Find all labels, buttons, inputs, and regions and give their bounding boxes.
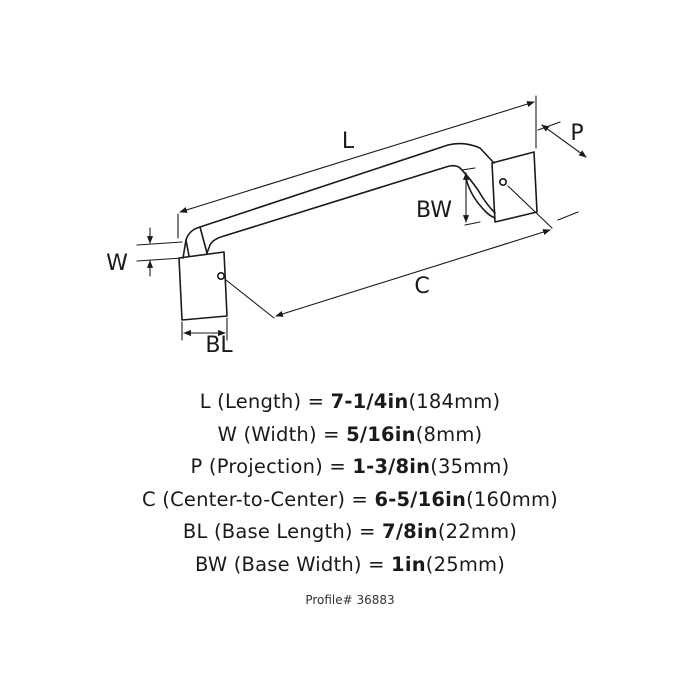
spec-key: W bbox=[217, 422, 238, 446]
label-C: C bbox=[414, 274, 429, 299]
spec-value: 1in bbox=[391, 552, 426, 576]
right-base-plate bbox=[491, 151, 538, 223]
spec-metric: (35mm) bbox=[430, 455, 510, 478]
spec-value: 1-3/8in bbox=[352, 455, 431, 478]
spec-key: C bbox=[142, 487, 156, 511]
spec-key: L bbox=[199, 390, 211, 413]
label-L: L bbox=[342, 129, 355, 154]
left-screw-hole bbox=[217, 271, 226, 280]
spec-metric: (160mm) bbox=[466, 487, 558, 511]
label-P: P bbox=[570, 121, 583, 146]
spec-length: L (Length) = 7-1/4in(184mm) bbox=[0, 386, 700, 419]
specifications-list: L (Length) = 7-1/4in(184mm) W (Width) = … bbox=[0, 386, 700, 581]
spec-value: 5/16in bbox=[346, 422, 416, 446]
length-dimension bbox=[177, 95, 537, 239]
spec-value: 7-1/4in bbox=[330, 390, 409, 413]
spec-metric: (22mm) bbox=[437, 520, 518, 543]
spec-projection: P (Projection) = 1-3/8in(35mm) bbox=[0, 451, 700, 484]
base-length-dimension bbox=[181, 317, 228, 341]
label-W: W bbox=[106, 251, 128, 276]
base-width-dimension bbox=[461, 167, 481, 226]
spec-base-length: BL (Base Length) = 7/8in(22mm) bbox=[0, 516, 700, 549]
spec-name: (Length) = bbox=[217, 390, 325, 413]
spec-value: 7/8in bbox=[382, 520, 438, 543]
spec-value: 6-5/16in bbox=[374, 487, 467, 511]
spec-name: (Base Width) = bbox=[233, 552, 385, 576]
spec-base-width: BW (Base Width) = 1in(25mm) bbox=[0, 549, 700, 582]
spec-width: W (Width) = 5/16in(8mm) bbox=[0, 419, 700, 452]
left-base-plate bbox=[178, 251, 228, 321]
spec-key: BW bbox=[194, 552, 228, 576]
spec-name: (Width) = bbox=[243, 422, 340, 446]
spec-metric: (8mm) bbox=[415, 422, 483, 446]
label-BL: BL bbox=[205, 333, 233, 358]
handle-dimension-drawing: L P BW W C BL bbox=[106, 95, 587, 358]
spec-name: (Projection) = bbox=[208, 455, 346, 478]
width-dimension bbox=[136, 227, 183, 277]
label-BW: BW bbox=[416, 198, 452, 223]
spec-center-to-center: C (Center-to-Center) = 6-5/16in(160mm) bbox=[0, 484, 700, 517]
spec-metric: (184mm) bbox=[408, 390, 501, 413]
projection-dimension bbox=[537, 121, 587, 221]
center-to-center-dimension bbox=[225, 185, 553, 319]
spec-key: BL bbox=[182, 520, 208, 543]
spec-key: P bbox=[190, 455, 203, 478]
spec-metric: (25mm) bbox=[425, 552, 506, 576]
spec-name: (Base Length) = bbox=[213, 520, 376, 543]
spec-name: (Center-to-Center) = bbox=[162, 487, 369, 511]
profile-number: Profile# 36883 bbox=[305, 593, 395, 607]
